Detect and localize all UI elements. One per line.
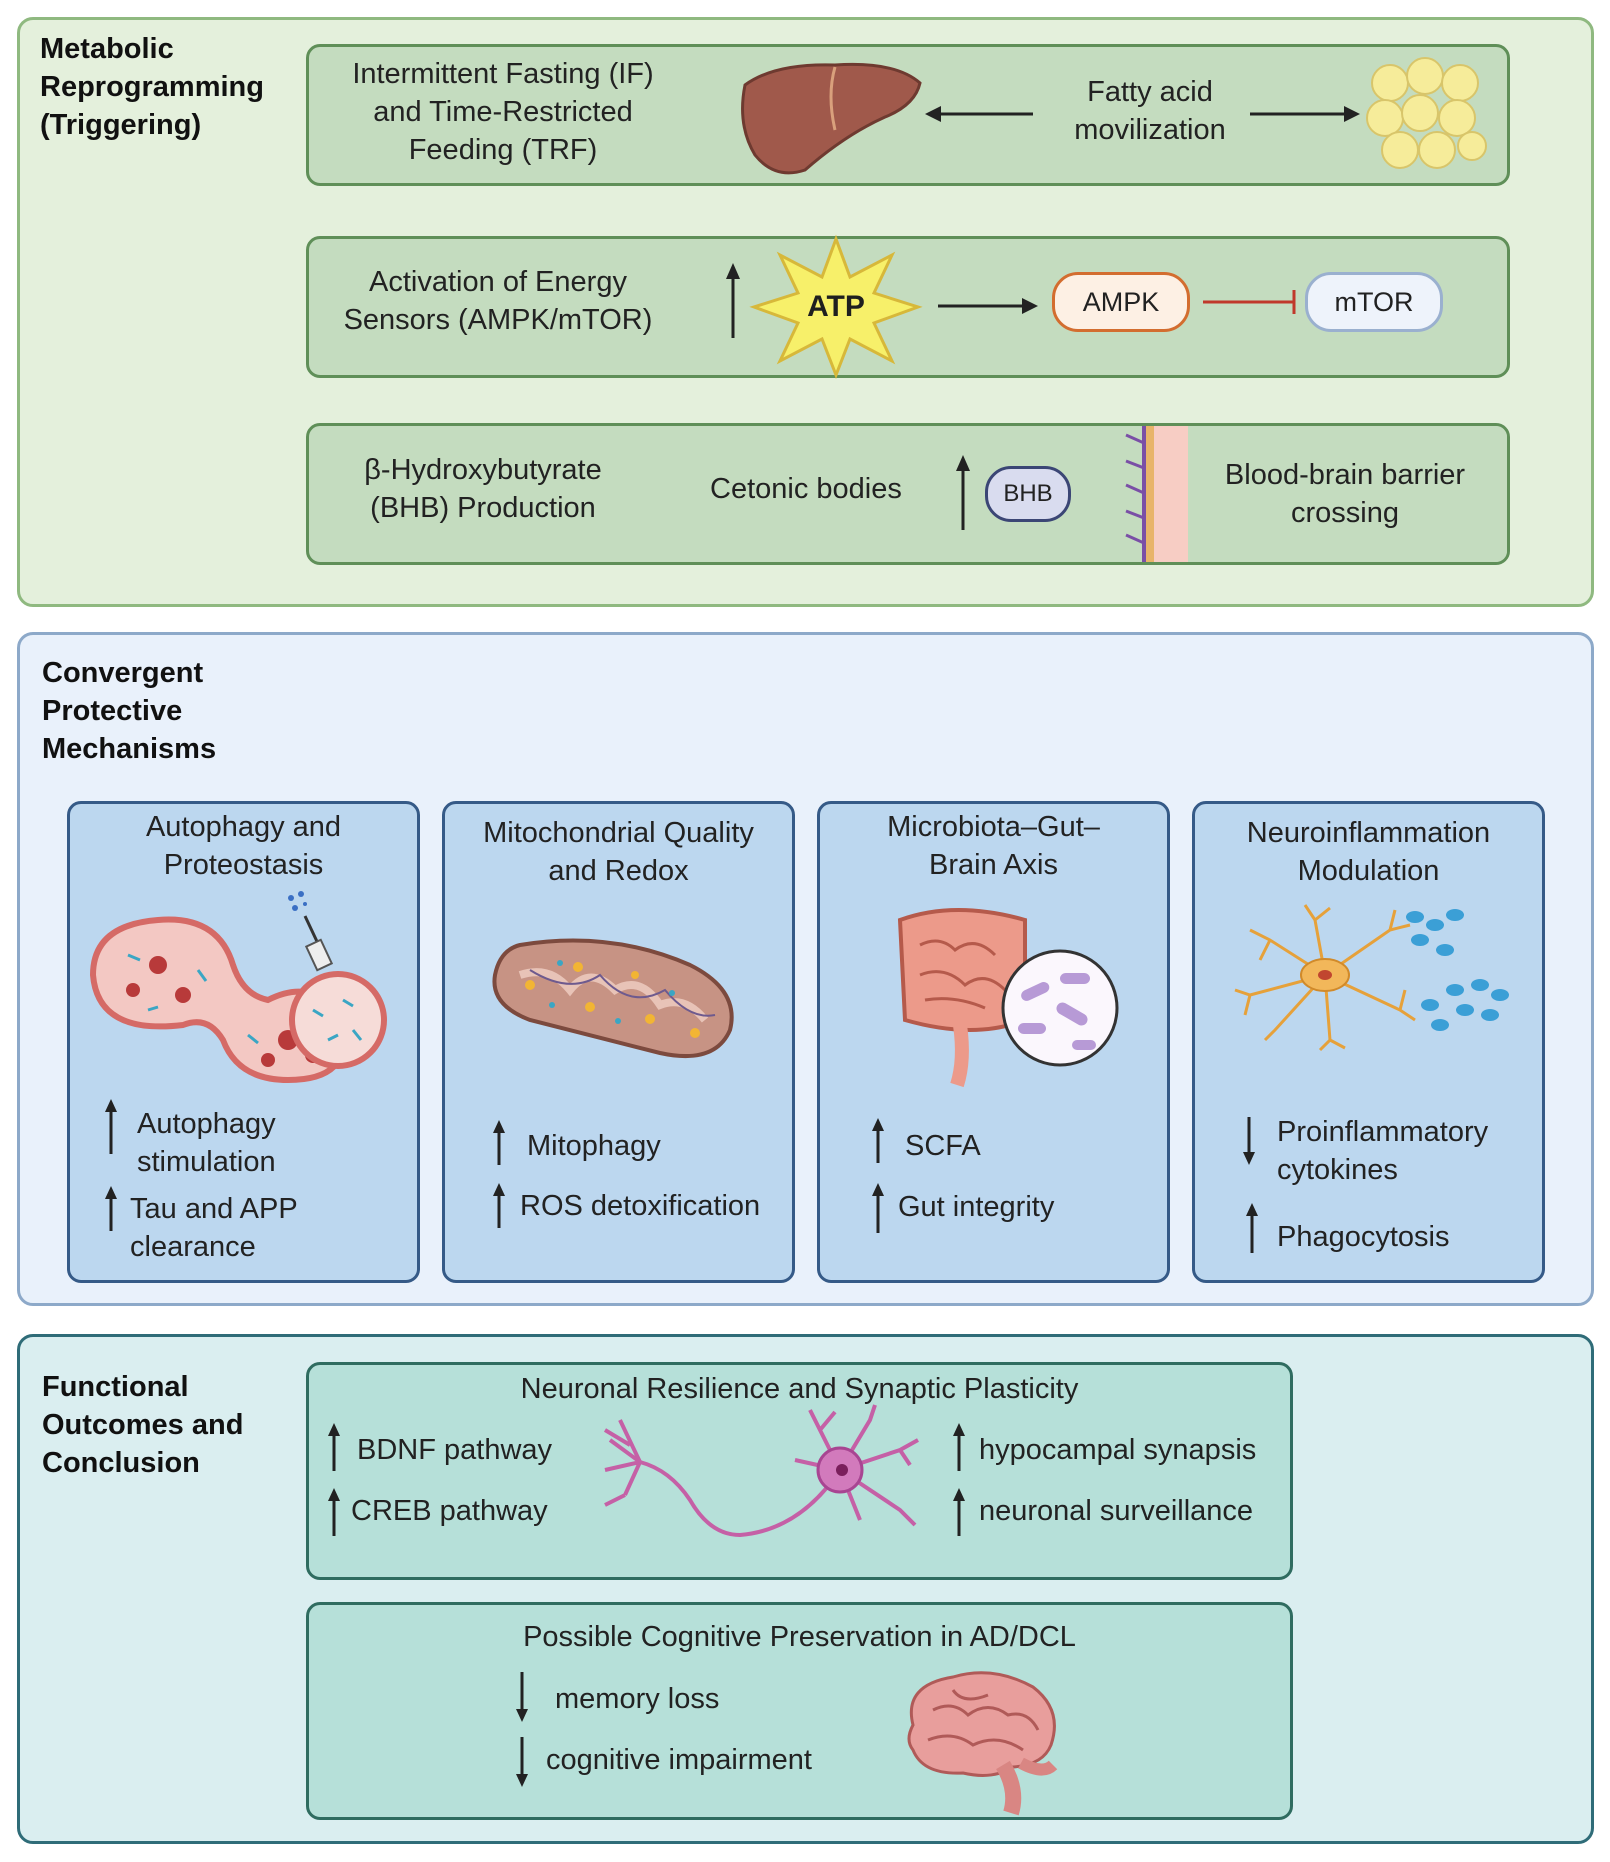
arrow-up-icon — [328, 1488, 340, 1536]
bbb-panel — [1190, 426, 1507, 562]
effect-label: Gut integrity — [898, 1191, 1055, 1223]
effect-label: Autophagy stimulation — [137, 1108, 276, 1178]
cytokines-icon — [1406, 909, 1509, 1031]
arrow-right-icon — [938, 298, 1038, 314]
mitochondrion-icon — [492, 938, 734, 1058]
adipocytes-icon — [1366, 57, 1487, 169]
arrow-down-icon — [1243, 1117, 1255, 1165]
effect-label: Tau and APP clearance — [130, 1193, 298, 1263]
bacteria-icon — [1001, 949, 1119, 1067]
bhb-node: BHB — [985, 466, 1071, 522]
outcome-label: cognitive impairment — [546, 1744, 812, 1776]
card-mitochondrial: Mitochondrial Quality and Redox — [442, 801, 795, 1283]
row-title: Possible Cognitive Preservation in AD/DC… — [523, 1621, 1076, 1653]
row-label: Activation of Energy Sensors (AMPK/mTOR) — [343, 266, 653, 336]
arrow-up-icon — [872, 1118, 884, 1163]
pathway-label: CREB pathway — [351, 1495, 548, 1527]
arrow-up-icon — [105, 1186, 117, 1231]
row-title: Neuronal Resilience and Synaptic Plastic… — [520, 1373, 1079, 1405]
card-title: Microbiota–Gut– Brain Axis — [887, 811, 1100, 881]
effect-label: SCFA — [905, 1130, 981, 1162]
mtor-node: mTOR — [1305, 272, 1443, 332]
outcome-label: hypocampal synapsis — [979, 1434, 1257, 1466]
effect-label: Proinflammatory cytokines — [1277, 1116, 1489, 1186]
row-label: Intermittent Fasting (IF) and Time-Restr… — [352, 58, 654, 166]
card-neuroinflammation: Neuroinflammation Modulation — [1192, 801, 1545, 1283]
row-label: β-Hydroxybutyrate (BHB) Production — [364, 454, 602, 524]
arrow-up-icon — [953, 1488, 965, 1536]
arrow-up-icon — [1246, 1203, 1258, 1253]
effect-label: Phagocytosis — [1277, 1221, 1450, 1253]
arrow-up-icon — [872, 1183, 884, 1233]
card-title: Mitochondrial Quality and Redox — [483, 817, 754, 887]
outcome-label: memory loss — [555, 1683, 720, 1715]
row-neuronal-resilience — [306, 1362, 1293, 1580]
pathway-label: BDNF pathway — [357, 1434, 553, 1466]
brain-icon — [907, 1671, 1058, 1816]
arrow-right-icon — [1250, 106, 1360, 122]
lysosome-icon — [288, 891, 387, 1069]
section-title: Functional Outcomes and Conclusion — [42, 1371, 244, 1479]
arrow-up-icon — [493, 1183, 505, 1228]
section-title: Metabolic Reprogramming (Triggering) — [40, 33, 264, 141]
arrow-up-icon — [105, 1099, 117, 1154]
effect-label: ROS detoxification — [520, 1190, 761, 1222]
fatty-acid-label: Fatty acid movilization — [1074, 76, 1226, 146]
card-gut-brain: Microbiota–Gut– Brain Axis — [817, 801, 1170, 1283]
bbb-crossing-label: Blood-brain barrier crossing — [1224, 459, 1466, 529]
atp-label: ATP — [807, 290, 865, 323]
arrow-left-icon — [925, 106, 1033, 122]
inhibition-arrow-icon — [1203, 290, 1296, 314]
card-title: Neuroinflammation Modulation — [1246, 817, 1491, 887]
microglia-icon — [1234, 904, 1416, 1052]
card-title: Autophagy and Proteostasis — [145, 811, 342, 881]
ampk-node: AMPK — [1052, 272, 1190, 332]
outcome-label: neuronal surveillance — [979, 1495, 1254, 1527]
arrow-up-icon — [493, 1120, 505, 1165]
atp-burst-icon — [749, 234, 923, 380]
arrow-up-icon — [953, 1423, 965, 1471]
arrow-down-icon — [516, 1672, 528, 1722]
cetonic-bodies-label: Cetonic bodies — [710, 473, 902, 505]
arrow-up-icon — [328, 1423, 340, 1471]
arrow-down-icon — [516, 1737, 528, 1787]
arrow-up-icon — [726, 263, 740, 338]
effect-label: Mitophagy — [527, 1130, 661, 1162]
blood-brain-barrier-icon — [1125, 426, 1188, 562]
row-cognitive-preservation — [306, 1602, 1293, 1820]
neuron-icon — [603, 1404, 919, 1538]
arrow-up-icon — [956, 455, 970, 530]
section-title: Convergent Protective Mechanisms — [42, 657, 217, 765]
liver-icon — [741, 62, 922, 175]
